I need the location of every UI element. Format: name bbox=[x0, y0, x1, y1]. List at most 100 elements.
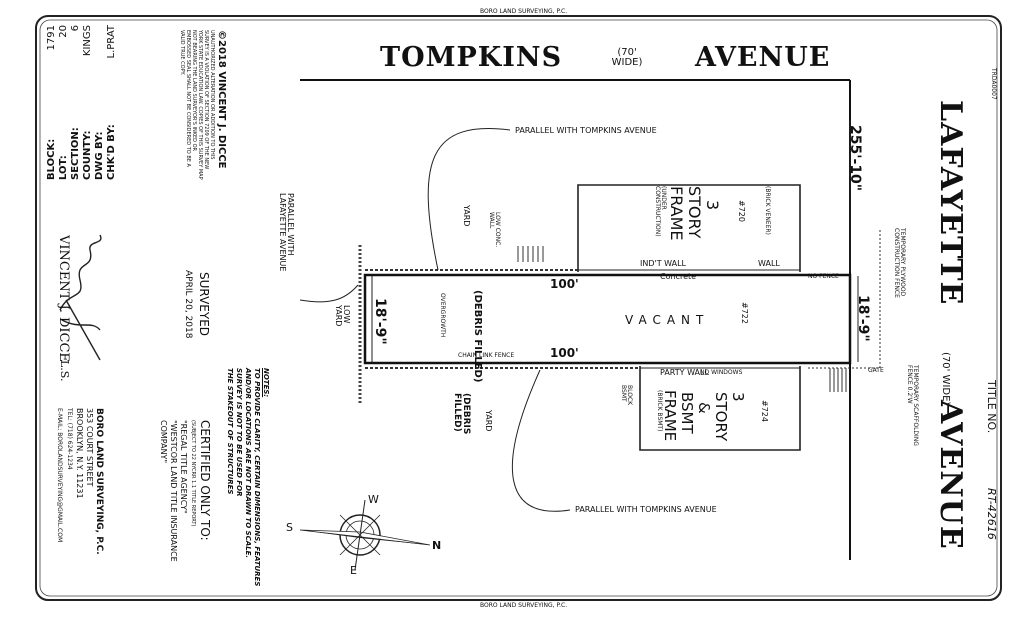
no-fence-label: NO FENCE bbox=[808, 273, 839, 280]
building-724-type: FRAME bbox=[661, 390, 679, 442]
building-720-story: STORY bbox=[685, 186, 704, 239]
notes-line1: TO PROVIDE CLARITY, CERTAIN DIMENSIONS, … bbox=[253, 368, 261, 587]
leader-top bbox=[427, 128, 511, 271]
building-720-number: #720 bbox=[737, 200, 746, 222]
chain-link-fence-label: CHAIN LINK FENCE bbox=[458, 352, 515, 359]
certified-block: CERTIFIED ONLY TO: (SUBJECT TO 22 NYCRR … bbox=[158, 420, 212, 590]
debris-filled-center: (DEBRIS FILLED) bbox=[472, 290, 483, 383]
block-bsmt-label: BLOCK BSMT bbox=[620, 385, 633, 406]
border-footer: BORO LAND SURVEYING, P.C. bbox=[480, 602, 568, 609]
gate-label: GATE bbox=[868, 367, 884, 374]
street-lafayette-part2: AVENUE bbox=[933, 400, 968, 550]
certified-sub: (SUBJECT TO 22 NYCRR 1.1 TITLE REPORT) bbox=[190, 420, 196, 527]
county-label: COUNTY: bbox=[82, 130, 93, 180]
debris-filled-south: (DEBRIS FILLED) bbox=[452, 393, 471, 435]
block-label: BLOCK: bbox=[46, 138, 57, 180]
vacant-label: VACANT bbox=[625, 313, 710, 327]
leader-lafayette bbox=[299, 284, 359, 303]
company-name: BORO LAND SURVEYING, P.C. bbox=[94, 408, 104, 555]
border-header: BORO LAND SURVEYING, P.C. bbox=[480, 8, 568, 15]
party-wall-label: PARTY WALL bbox=[660, 368, 709, 377]
building-724-stories: 3 bbox=[729, 392, 747, 402]
overgrowth-label: OVERGROWTH bbox=[439, 293, 446, 338]
dim-north-depth: 100' bbox=[550, 277, 579, 291]
porch-hatching bbox=[517, 246, 544, 262]
street-tompkins-width: (70' WIDE) bbox=[611, 47, 643, 68]
street-lafayette-width: (70' WIDE) bbox=[940, 352, 951, 406]
notes-line4: THE STAKEOUT OF STRUCTURES bbox=[226, 368, 234, 495]
north-arrow bbox=[299, 499, 431, 571]
copyright-heading: ©2018 VINCENT J. DICCE bbox=[216, 30, 227, 169]
building-724-story: STORY bbox=[712, 392, 730, 442]
gate-hatching bbox=[829, 368, 847, 392]
compass-w: W bbox=[368, 493, 379, 506]
dim-corner-label: 255'-10" bbox=[847, 125, 863, 192]
notes-line3: SURVEY IS NOT TO BE USED FOR bbox=[235, 368, 243, 497]
company-tel: TEL: (718) 624-1234 bbox=[66, 408, 73, 470]
lot-value: 20 bbox=[58, 25, 69, 38]
company-block: BORO LAND SURVEYING, P.C. 353 COURT STRE… bbox=[54, 408, 104, 598]
surveyor-name: VINCENT J. DICCE bbox=[56, 235, 71, 362]
dwg-label: DWG BY: bbox=[94, 131, 105, 180]
notes-line2: AND/OR LOCATIONS ARE NOT DRAWN TO SCALE. bbox=[244, 368, 252, 559]
certified-line1: "REGAL TITLE AGENCY" bbox=[179, 420, 188, 514]
parallel-lafayette: PARALLEL WITH LAFAYETTE AVENUE bbox=[278, 193, 295, 272]
title-no-value: RT-42616 bbox=[985, 488, 998, 540]
section-label: SECTION: bbox=[70, 127, 81, 180]
company-city: BROOKLYN, N.Y. 11231 bbox=[75, 408, 84, 499]
ind-wall-label: IND'T WALL bbox=[640, 259, 686, 268]
surveyed-date: APRIL 20, 2018 bbox=[183, 270, 193, 339]
certified-heading: CERTIFIED ONLY TO: bbox=[198, 420, 212, 541]
street-tompkins-part1: TOMPKINS bbox=[380, 42, 563, 73]
section-value: 6 bbox=[70, 25, 81, 32]
notes-heading: NOTES: bbox=[262, 368, 270, 398]
compass-e: E bbox=[350, 564, 357, 577]
block-value: 1791 bbox=[46, 25, 57, 51]
dim-west-label: 18'-9" bbox=[372, 298, 388, 345]
building-724-amp: & bbox=[695, 402, 713, 414]
wall-label: WALL bbox=[758, 259, 780, 268]
building-720-veneer: (BRICK VENEER) bbox=[764, 186, 771, 235]
lot-label: LOT: bbox=[58, 155, 69, 180]
plywood-label: TEMPORARY PLYWOOD CONSTRUCTION FENCE bbox=[893, 228, 906, 298]
notes-block: NOTES: TO PROVIDE CLARITY, CERTAIN DIMEN… bbox=[225, 368, 270, 588]
low-conc-wall-label: LOW CONC. WALL bbox=[488, 212, 501, 248]
surveyed-label: SURVEYED bbox=[197, 272, 211, 337]
no-windows-label: NO WINDOWS bbox=[700, 369, 743, 376]
dim-south-depth: 100' bbox=[550, 346, 579, 360]
low-yard-label: LOW YARD bbox=[334, 305, 351, 327]
dim-east-label: 18'-9" bbox=[855, 295, 871, 342]
copyright-text: UNAUTHORIZED ALTERATION OR ADDITION TO T… bbox=[179, 30, 215, 180]
certified-line3: COMPANY" bbox=[159, 420, 168, 464]
signature bbox=[59, 234, 102, 361]
company-address: 353 COURT STREET bbox=[85, 408, 94, 487]
concrete-label: Concrete bbox=[660, 272, 697, 281]
inner-border bbox=[39, 19, 998, 597]
parallel-tompkins-top: PARALLEL WITH TOMPKINS AVENUE bbox=[515, 126, 657, 135]
company-email: E-MAIL: BOROLANDSURVEYING@GMAIL.COM bbox=[56, 408, 63, 543]
chkd-label: CHK'D BY: bbox=[106, 124, 117, 180]
street-lafayette-part1: LAFAYETTE bbox=[933, 100, 968, 306]
building-724-note: (BRICK BSMT) bbox=[656, 390, 663, 432]
building-720-type: FRAME bbox=[667, 186, 686, 241]
street-tompkins-part2: AVENUE bbox=[695, 42, 831, 73]
building-724-outline bbox=[639, 366, 801, 451]
compass-s: S bbox=[286, 521, 293, 534]
doc-code: TRDA0007 bbox=[990, 68, 997, 100]
scaffolding-label: TEMPORARY SCAFFOLDING FENCE 0.2'W bbox=[906, 365, 919, 446]
chkd-value: L.PRAT bbox=[106, 25, 117, 59]
yard-south-label: YARD bbox=[484, 410, 493, 432]
building-720-note: (UNDER CONSTRUCTION) bbox=[654, 186, 667, 237]
building-720-stories: 3 bbox=[703, 200, 722, 211]
outer-border bbox=[35, 15, 1002, 601]
building-724-number: #724 bbox=[760, 400, 769, 422]
lot-info: BLOCK: 1791 LOT: 20 SECTION: 6 COUNTY: K… bbox=[46, 25, 118, 180]
lot-outline bbox=[363, 273, 852, 365]
lot-number-722b: #722 bbox=[740, 302, 749, 324]
building-720-outline bbox=[577, 184, 801, 272]
certified-line2: "WESTCOR LAND TITLE INSURANCE bbox=[169, 420, 178, 562]
yard-north-label: YARD bbox=[462, 205, 471, 227]
county-value: KINGS bbox=[82, 25, 93, 57]
building-724-bsmt: BSMT bbox=[678, 392, 696, 434]
